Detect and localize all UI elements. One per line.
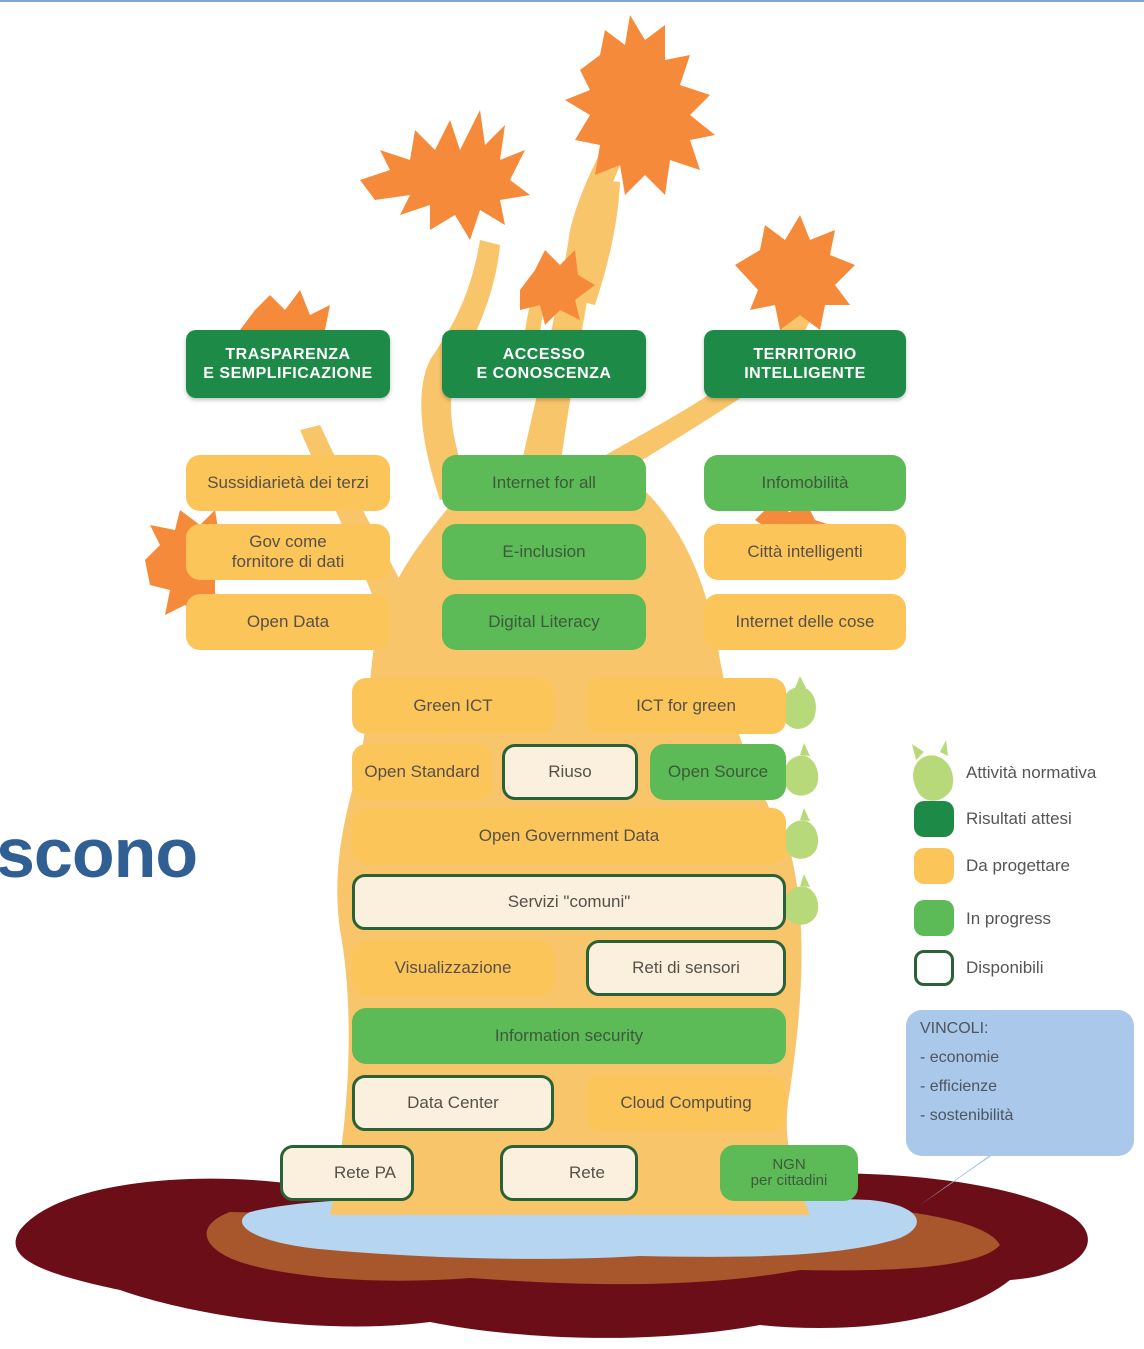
node-information-security: Information security [352,1008,786,1064]
foliage-mid-center [520,250,595,325]
vincoli-pointer [920,1150,1000,1205]
node-infomobilita: Infomobilità [704,455,906,511]
node-e-inclusion: E-inclusion [442,524,646,580]
node-open-data: Open Data [186,594,390,650]
node-internet-for-all: Internet for all [442,455,646,511]
legend-swatch-progress [914,900,954,936]
legend-label-progress: In progress [966,909,1052,928]
leaf-marker-servizi [783,874,819,925]
leaf-marker-ict-green [780,676,816,729]
branch-center-2 [575,180,620,305]
leaf-marker-open-source [783,743,819,796]
branch-left-2 [421,240,500,500]
vincoli-item-efficienze: - efficienze [920,1078,998,1095]
node-open-government-data: Open Government Data [352,808,786,864]
node-data-center: Data Center [352,1075,554,1131]
node-reti-di-sensori: Reti di sensori [586,940,786,996]
legend-label-risultati: Risultati attesi [966,809,1072,828]
category-territorio: TERRITORIO INTELLIGENTE [704,330,906,398]
node-rete-pa: Rete PA [280,1145,414,1201]
vincoli-item-economie: - economie [920,1049,1000,1066]
leaf-marker-open-gov [783,808,819,859]
foliage-top-center [565,15,715,195]
top-border-line [0,0,1144,2]
node-citta-intelligenti: Città intelligenti [704,524,906,580]
legend-label-progettare: Da progettare [966,856,1070,875]
node-riuso: Riuso [502,744,638,800]
legend-leaf-icon [912,740,954,801]
vincoli-box: VINCOLI: - economie - efficienze - soste… [906,1010,1134,1156]
node-gov-come-fornitore: Gov come fornitore di dati [186,524,390,580]
node-visualizzazione: Visualizzazione [352,940,554,996]
node-digital-literacy: Digital Literacy [442,594,646,650]
category-trasparenza: TRASPARENZA E SEMPLIFICAZIONE [186,330,390,398]
legend-label-disponibili: Disponibili [966,958,1044,977]
foliage-upper-right [735,215,855,330]
node-sussidiarieta: Sussidiarietà dei terzi [186,455,390,511]
node-internet-delle-cose: Internet delle cose [704,594,906,650]
title-fragment: scono [0,814,198,892]
node-servizi-comuni: Servizi "comuni" [352,874,786,930]
node-rete: Rete [500,1145,638,1201]
legend-swatch-progettare [914,848,954,884]
vincoli-title: VINCOLI: [920,1020,989,1037]
legend-swatch-disponibili [914,950,954,986]
legend-label-attivita: Attività normativa [966,763,1097,782]
node-ict-for-green: ICT for green [586,678,786,734]
node-cloud-computing: Cloud Computing [586,1075,786,1131]
node-open-source: Open Source [650,744,786,800]
legend-swatch-risultati [914,801,954,837]
node-ngn: NGN per cittadini [720,1145,858,1201]
vincoli-item-sostenibilita: - sostenibilità [920,1107,1014,1124]
node-green-ict: Green ICT [352,678,554,734]
category-accesso: ACCESSO E CONOSCENZA [442,330,646,398]
node-open-standard: Open Standard [352,744,492,800]
foliage-top-left [360,110,530,240]
